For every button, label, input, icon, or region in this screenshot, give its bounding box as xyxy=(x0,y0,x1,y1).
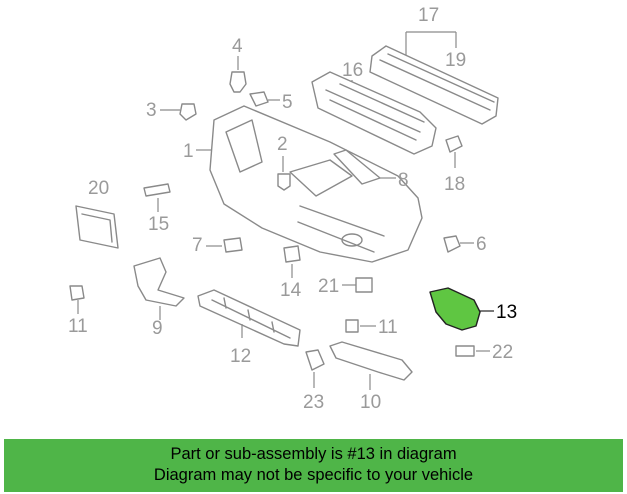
part-13-highlighted xyxy=(429,287,481,331)
part-11-clip-right xyxy=(345,319,359,333)
callout-21: 21 xyxy=(318,276,339,297)
part-11-clip-left xyxy=(69,285,85,301)
part-20-license-bracket xyxy=(75,205,119,249)
callout-23: 23 xyxy=(303,392,324,413)
banner-line-1: Part or sub-assembly is #13 in diagram xyxy=(170,445,457,463)
part-23-sensor xyxy=(305,349,325,371)
callout-12: 12 xyxy=(230,346,251,367)
callout-16: 16 xyxy=(342,60,363,81)
callout-6: 6 xyxy=(476,234,487,255)
part-5-clip xyxy=(249,91,269,107)
part-16-absorber xyxy=(311,71,437,155)
callout-3: 3 xyxy=(146,100,157,121)
callout-2: 2 xyxy=(277,134,288,155)
part-15-bolt xyxy=(143,183,171,197)
part-2-clip xyxy=(277,173,291,191)
part-1-bumper-cover xyxy=(209,105,423,263)
callout-20: 20 xyxy=(88,178,109,199)
callout-9: 9 xyxy=(152,318,163,339)
part-18-bolt xyxy=(445,135,463,153)
callout-22: 22 xyxy=(492,342,513,363)
callout-17: 17 xyxy=(418,5,439,26)
callout-11-left: 11 xyxy=(68,316,88,337)
callout-8: 8 xyxy=(398,170,409,191)
part-3-clip xyxy=(179,103,197,121)
part-4-clip xyxy=(229,71,247,93)
callout-7: 7 xyxy=(192,235,203,256)
callout-14: 14 xyxy=(280,280,302,301)
callout-18: 18 xyxy=(444,174,465,195)
callout-1: 1 xyxy=(183,141,194,162)
callout-11-right: 11 xyxy=(378,317,398,338)
callout-group-17: 17 xyxy=(405,5,457,66)
part-14-cap xyxy=(283,245,301,263)
info-banner: Part or sub-assembly is #13 in diagram D… xyxy=(4,439,623,492)
part-21-clip xyxy=(355,277,373,293)
part-9-bracket xyxy=(133,257,185,307)
callout-10: 10 xyxy=(360,392,381,413)
banner-line-2: Diagram may not be specific to your vehi… xyxy=(153,466,474,484)
callout-4: 4 xyxy=(232,36,243,57)
callout-13: 13 xyxy=(496,302,517,323)
part-10-spoiler xyxy=(329,341,413,381)
part-6-clip xyxy=(443,235,461,253)
part-7-cover xyxy=(223,237,243,253)
callout-15: 15 xyxy=(148,214,169,235)
part-22-clip xyxy=(455,345,475,357)
callout-5: 5 xyxy=(282,92,293,113)
callout-19: 19 xyxy=(445,50,466,71)
